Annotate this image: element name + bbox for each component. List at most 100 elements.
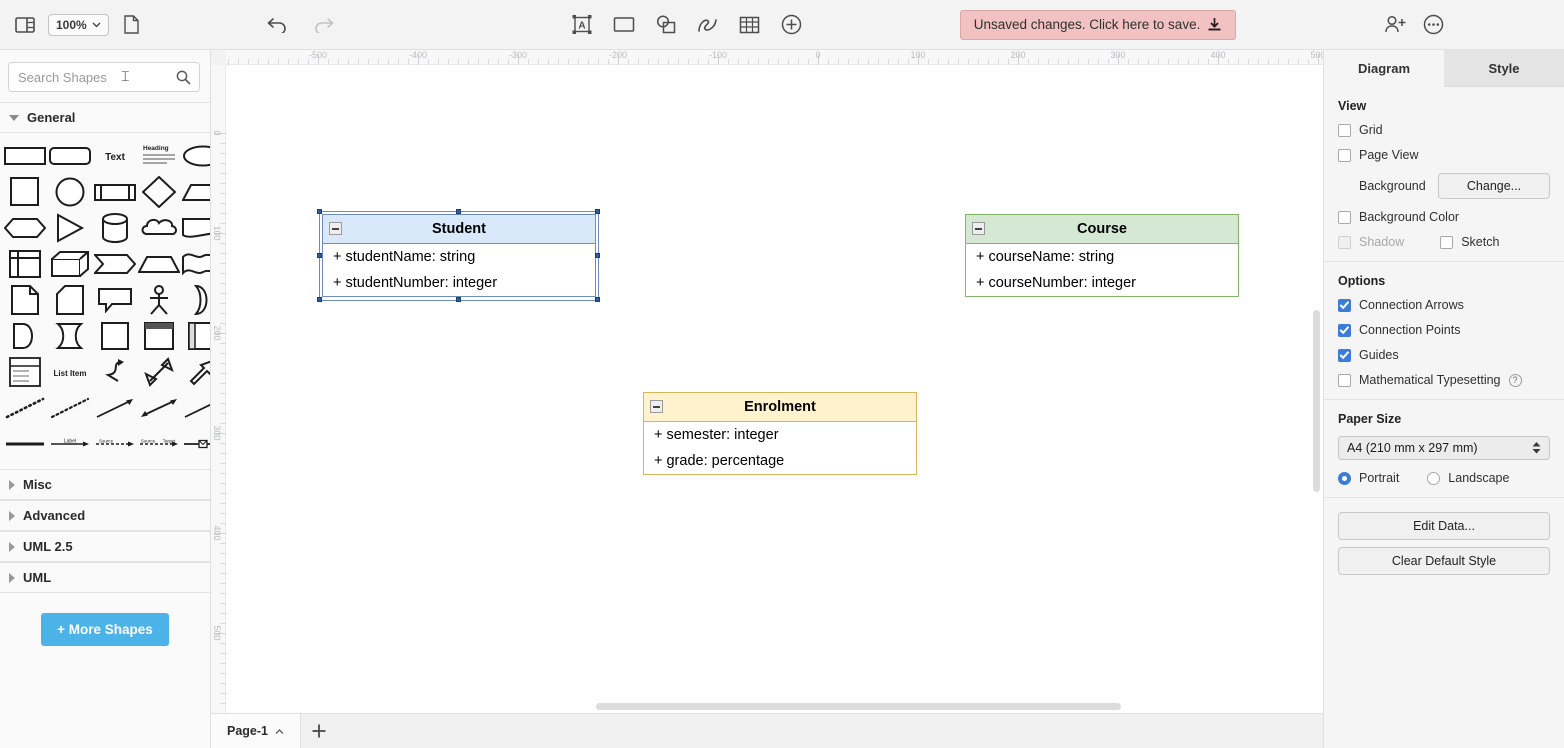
search-shapes-box[interactable]: ⌶ [8,62,200,92]
shape-dashed-labeled-link[interactable]: Source [94,427,136,461]
search-icon[interactable] [176,70,191,88]
shape-card[interactable] [48,283,92,317]
shape-data-storage[interactable] [48,319,92,353]
shape-document[interactable] [182,211,210,245]
landscape-radio[interactable] [1427,471,1441,485]
add-user-icon[interactable] [1382,12,1408,38]
shape-bidirectional-arrow[interactable] [138,355,180,389]
shape-text[interactable]: Text [94,139,136,173]
uml-attribute-row[interactable]: + courseName: string [976,249,1115,265]
more-shapes-button[interactable]: + More Shapes [41,613,169,646]
shape-list[interactable] [4,355,46,389]
shape-hexagon[interactable] [4,211,46,245]
grid-row[interactable]: Grid [1338,123,1550,137]
help-icon[interactable]: ? [1508,373,1522,387]
shape-actor[interactable] [138,283,180,317]
shape-heading-text[interactable]: Heading [138,139,180,173]
search-input[interactable] [9,63,199,91]
shape-callout[interactable] [94,283,136,317]
shape-vertical-container[interactable] [138,319,180,353]
vertical-scrollbar[interactable] [1313,310,1320,492]
math-typesetting-row[interactable]: Mathematical Typesetting ? [1338,373,1550,387]
shape-plain-link[interactable] [4,427,46,461]
shape-section-advanced[interactable]: Advanced [0,500,210,531]
shape-cloud[interactable] [138,211,180,245]
connection-points-checkbox[interactable] [1338,323,1351,337]
uml-class-header[interactable]: Course [966,215,1238,244]
connection-points-row[interactable]: Connection Points [1338,323,1550,337]
background-change-button[interactable]: Change... [1438,173,1550,199]
connection-arrows-row[interactable]: Connection Arrows [1338,298,1550,312]
shape-triangle[interactable] [48,211,92,245]
page-view-checkbox[interactable] [1338,148,1351,162]
shape-tape[interactable] [182,247,210,281]
shape-trapezoid[interactable] [138,247,180,281]
shape-process[interactable] [94,175,136,209]
shape-boxed-link[interactable] [182,427,210,461]
resize-handle[interactable] [456,297,461,302]
uml-class-header[interactable]: Student [323,215,595,244]
shape-block-arrow[interactable] [182,355,210,389]
shape-or[interactable] [182,283,210,317]
tab-diagram[interactable]: Diagram [1324,50,1444,87]
shape-rectangle[interactable] [4,139,46,173]
uml-class-student[interactable]: Student+ studentName: string+ studentNum… [322,214,596,297]
page-tab-page-1[interactable]: Page-1 [211,714,301,748]
shape-ellipse[interactable] [182,139,210,173]
uml-class-enrolment[interactable]: Enrolment+ semester: integer+ grade: per… [643,392,917,475]
shape-parallelogram[interactable] [182,175,210,209]
add-page-button[interactable] [301,714,337,748]
save-button[interactable]: Unsaved changes. Click here to save. [959,9,1237,40]
shape-arrow-line[interactable] [182,391,210,425]
more-options-icon[interactable] [1420,12,1446,38]
shape-dashed-line[interactable] [48,391,92,425]
shape-circle[interactable] [48,175,92,209]
page-view-row[interactable]: Page View [1338,148,1550,162]
connection-arrows-checkbox[interactable] [1338,298,1351,312]
horizontal-scrollbar[interactable] [596,703,1121,710]
sketch-checkbox[interactable] [1440,235,1454,249]
shape-cube[interactable] [48,247,92,281]
math-typesetting-checkbox[interactable] [1338,373,1351,387]
paper-size-select[interactable]: A4 (210 mm x 297 mm) [1338,436,1550,460]
rectangle-icon[interactable] [611,12,637,38]
shape-section-uml[interactable]: UML [0,562,210,593]
shape-dotted-line[interactable] [4,391,46,425]
resize-handle[interactable] [595,297,600,302]
plus-circle-icon[interactable] [779,12,805,38]
freehand-icon[interactable] [695,12,721,38]
shape-horizontal-container[interactable] [182,319,210,353]
undo-icon[interactable] [265,12,291,38]
shape-step[interactable] [94,247,136,281]
shape-section-uml25[interactable]: UML 2.5 [0,531,210,562]
background-color-row[interactable]: Background Color [1338,210,1550,224]
panel-toggle-icon[interactable] [12,12,38,38]
shape-double-arrow-line[interactable] [138,391,180,425]
text-box-icon[interactable]: A [569,12,595,38]
diagram-surface[interactable]: Student+ studentName: string+ studentNum… [226,65,1323,713]
clear-default-style-button[interactable]: Clear Default Style [1338,547,1550,575]
background-color-checkbox[interactable] [1338,210,1351,224]
shape-cylinder[interactable] [94,211,136,245]
uml-attribute-row[interactable]: + courseNumber: integer [976,275,1136,291]
shape-line-arrow[interactable] [94,391,136,425]
uml-class-course[interactable]: Course + courseName: string + courseNumber… [965,214,1239,297]
shape-and[interactable] [4,319,46,353]
collapse-icon[interactable] [972,222,985,235]
guides-checkbox[interactable] [1338,348,1351,362]
shape-section-misc[interactable]: Misc [0,469,210,500]
collapse-icon[interactable] [329,222,342,235]
edit-data-button[interactable]: Edit Data... [1338,512,1550,540]
zoom-level-dropdown[interactable]: 100% [48,13,109,36]
uml-attribute-row[interactable]: + grade: percentage [654,453,785,469]
uml-class-header[interactable]: Enrolment [644,393,916,422]
table-icon[interactable] [737,12,763,38]
shape-curved-arrow[interactable] [94,355,136,389]
resize-handle[interactable] [317,297,322,302]
page-icon[interactable] [119,12,145,38]
shape-rounded-rectangle[interactable] [48,139,92,173]
shape-note[interactable] [4,283,46,317]
tab-style[interactable]: Style [1444,50,1564,87]
